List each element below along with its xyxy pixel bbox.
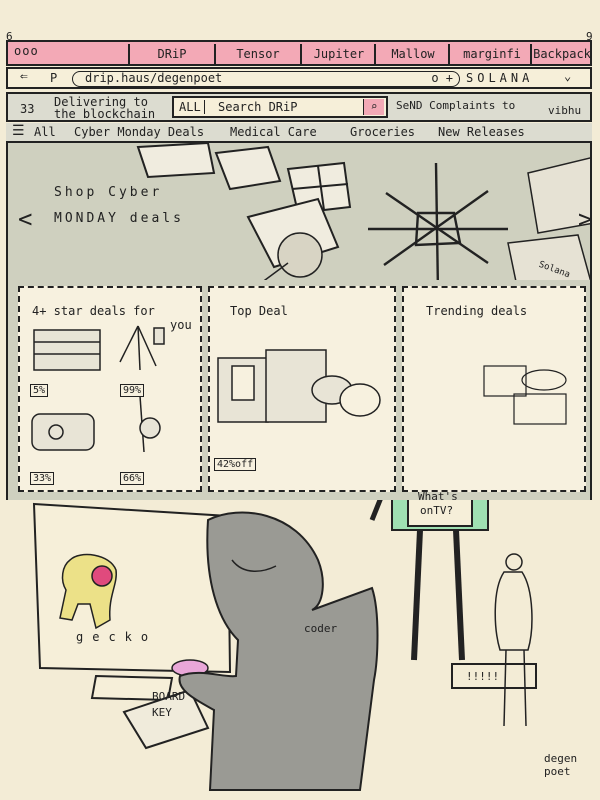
card-title-cont: you	[170, 318, 192, 332]
card-star-deals[interactable]: 4+ star deals for you 5% 99% 33% 66%	[18, 286, 202, 492]
shark-hoodie-person	[178, 511, 379, 791]
discount-badge: 99%	[120, 384, 145, 397]
tab-jupiter[interactable]: Jupiter	[300, 44, 376, 64]
url-text: drip.haus/degenpoet	[85, 71, 223, 85]
category-nav: ☰ All Cyber Monday Deals Medical Care Gr…	[6, 123, 592, 143]
window-controls[interactable]: ooo	[14, 44, 39, 58]
hero-line-2: MONDAY deals	[54, 211, 184, 226]
tab-drip[interactable]: DRiP	[128, 44, 214, 64]
extension-icons[interactable]: o +	[431, 71, 453, 85]
desk-scene	[32, 500, 537, 791]
hero-prev-icon[interactable]: <	[18, 205, 33, 233]
header-counter: 33	[20, 102, 35, 116]
search-icon: ⌕	[370, 100, 378, 113]
card-title: Trending deals	[426, 304, 528, 318]
standing-figure	[494, 553, 533, 727]
complaints-label: SeND Complaints to	[396, 99, 516, 112]
tab-label: DRiP	[157, 47, 187, 61]
tab-label: Backpack	[533, 47, 591, 61]
monitor	[32, 502, 232, 702]
hero-banner: < Shop Cyber MONDAY deals Solana >	[6, 143, 592, 300]
card-top-deal[interactable]: Top Deal 42%off	[208, 286, 396, 492]
hamburger-icon[interactable]: ☰	[12, 123, 25, 139]
hero-next-icon[interactable]: >	[578, 205, 592, 233]
gecko-eye-icon	[91, 565, 113, 587]
tab-label: marginfi	[463, 47, 521, 61]
nav-letter: P	[50, 71, 58, 85]
card-title: 4+ star deals for	[32, 304, 155, 318]
tab-marginfi[interactable]: marginfi	[448, 44, 534, 64]
artist-signature: degen poet	[544, 752, 578, 778]
electronics-sketch	[217, 349, 381, 423]
delivering-label: Delivering to	[54, 95, 148, 109]
robot-screen-text-2: onTV?	[420, 504, 454, 517]
tab-tensor[interactable]: Tensor	[214, 44, 300, 64]
url-input[interactable]: drip.haus/degenpoet o +	[72, 71, 460, 87]
deal-cards-row: 4+ star deals for you 5% 99% 33% 66% Top…	[6, 280, 592, 500]
tab-mallow[interactable]: Mallow	[374, 44, 450, 64]
gecko-label: gecko	[76, 630, 158, 644]
keyboard	[122, 688, 210, 750]
shelf	[451, 663, 537, 689]
keyboard-label-1: BOARD	[152, 690, 186, 703]
complaints-handle[interactable]: vibhu	[548, 104, 582, 117]
search-category-select[interactable]: ALL	[176, 100, 205, 114]
nav-item-medical-care[interactable]: Medical Care	[230, 125, 317, 139]
corner-mark-left: 6	[6, 30, 13, 43]
nav-item-groceries[interactable]: Groceries	[350, 125, 416, 139]
search-input[interactable]: Search DRiP	[218, 100, 298, 114]
discount-badge: 42%off	[214, 458, 257, 471]
network-label[interactable]: SOLANA	[466, 71, 534, 85]
discount-badge: 33%	[30, 472, 55, 485]
corner-mark-right: 9	[586, 30, 593, 43]
hero-illustration	[88, 143, 590, 300]
keyboard-label-2: KEY	[152, 706, 172, 719]
tab-label: Mallow	[391, 47, 435, 61]
network-chevron-icon[interactable]: ⌄	[564, 69, 572, 83]
nav-all[interactable]: All	[34, 125, 56, 139]
discount-badge: 5%	[30, 384, 49, 397]
trending-sketch	[483, 365, 567, 425]
delivery-location[interactable]: the blockchain	[54, 107, 156, 121]
tab-label: Tensor	[236, 47, 280, 61]
search-box: ALL Search DRiP ⌕	[172, 96, 388, 118]
discount-badge: 66%	[120, 472, 145, 485]
robot-screen-text-1: What's	[418, 490, 458, 503]
address-bar: ⇐ P drip.haus/degenpoet o + SOLANA ⌄	[6, 67, 592, 89]
tab-backpack[interactable]: Backpack	[530, 44, 592, 64]
site-header: 33 Delivering to the blockchain ALL Sear…	[6, 92, 592, 122]
search-button[interactable]: ⌕	[363, 99, 384, 115]
back-arrow-icon[interactable]: ⇐	[20, 69, 28, 84]
nav-item-cyber-monday[interactable]: Cyber Monday Deals	[74, 125, 205, 139]
nav-item-new-releases[interactable]: New Releases	[438, 125, 525, 139]
tab-label: Jupiter	[313, 47, 365, 61]
card-trending-deals[interactable]: Trending deals	[402, 286, 586, 492]
hero-line-1: Shop Cyber	[54, 185, 163, 200]
product-sketches	[31, 325, 165, 453]
card-title: Top Deal	[230, 304, 288, 318]
shelf-label: !!!!!	[466, 670, 500, 683]
snowflake-icon	[368, 162, 508, 294]
tab-bar: ooo DRiP Tensor Jupiter Mallow marginfi …	[6, 40, 592, 66]
robot	[369, 500, 489, 661]
hoodie-label: coder	[304, 622, 338, 635]
